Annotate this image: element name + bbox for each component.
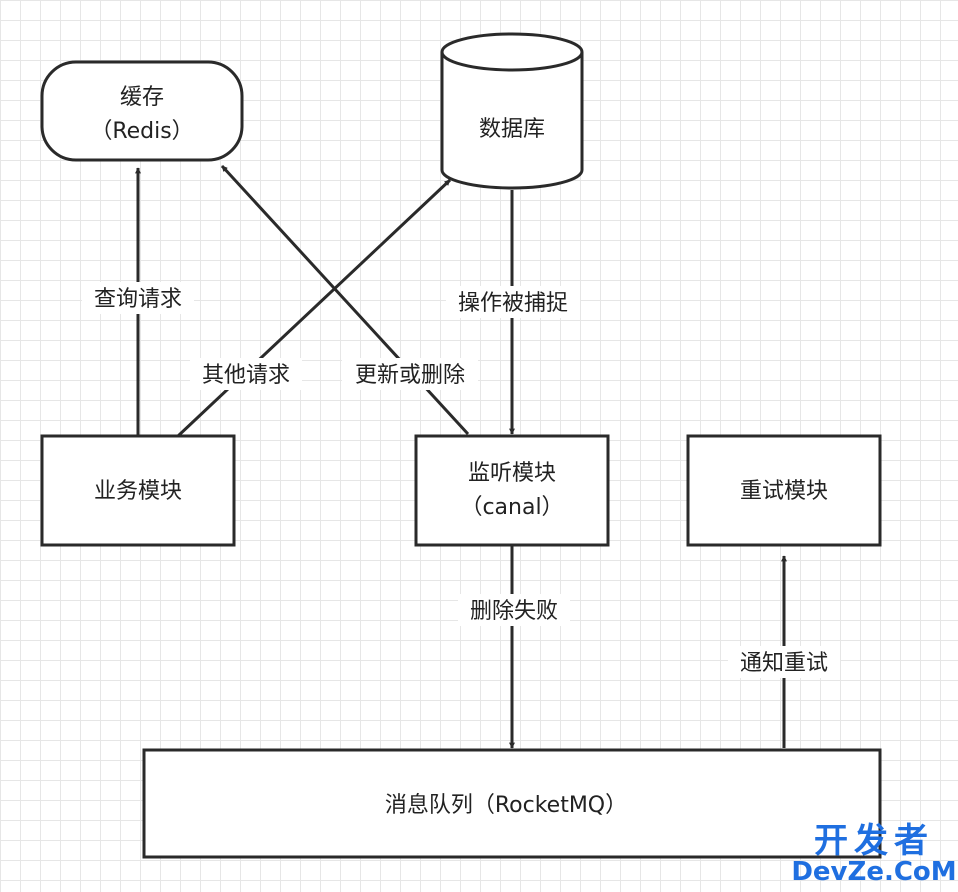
retry-module-node: 重试模块 (686, 434, 882, 547)
edge-label-delete-fail: 删除失败 (470, 599, 558, 624)
database-node: 数据库 (440, 32, 584, 190)
message-queue-node: 消息队列（RocketMQ） (142, 748, 882, 859)
edge-label-capture: 操作被捕捉 (458, 291, 568, 316)
edge-label-notify-retry: 通知重试 (740, 651, 828, 676)
edge-label-other: 其他请求 (202, 363, 290, 388)
edge-label-query: 查询请求 (94, 287, 182, 312)
edge-other (176, 178, 452, 438)
cache-subtitle: （Redis） (90, 119, 193, 144)
edge-label-update: 更新或删除 (355, 363, 465, 388)
listener-module-title: 监听模块 (468, 461, 556, 486)
message-queue-label: 消息队列（RocketMQ） (385, 793, 627, 818)
cache-title: 缓存 (120, 85, 164, 110)
listener-module-node: 监听模块 （canal） (414, 434, 610, 547)
watermark-cn: 开发者 (814, 821, 934, 861)
business-module-label: 业务模块 (94, 479, 182, 504)
retry-module-label: 重试模块 (740, 479, 828, 504)
cache-node: 缓存 （Redis） (40, 60, 244, 162)
watermark-logo: 开发者 DevZe.CoM (791, 821, 956, 887)
edge-update (220, 164, 470, 436)
watermark-en: DevZe.CoM (791, 857, 956, 887)
database-label: 数据库 (479, 117, 545, 142)
business-module-node: 业务模块 (40, 434, 236, 547)
listener-module-subtitle: （canal） (460, 495, 563, 520)
